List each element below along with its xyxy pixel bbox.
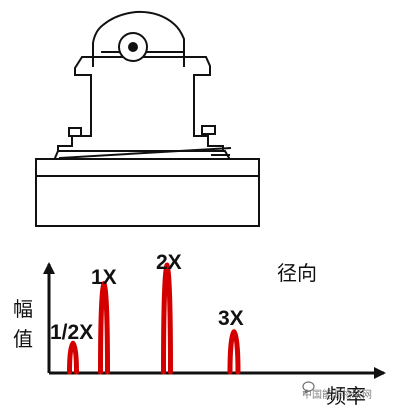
shim-wedge — [58, 146, 232, 160]
radial-direction-label: 径向 — [277, 261, 317, 285]
shaft-center-dot — [128, 42, 138, 52]
half-x-label: 1/2X — [50, 321, 94, 344]
one-x-peak — [98, 280, 110, 375]
frequency-label: 频率 — [326, 384, 366, 408]
three-x-peak — [227, 329, 241, 375]
one-x-label: 1X — [91, 266, 117, 289]
bearing-housing-illustration — [35, 10, 260, 227]
amplitude-label-first: 幅 — [13, 297, 33, 321]
watermark-text: 中国能源物联网 — [302, 389, 372, 401]
three-x-label: 3X — [218, 307, 244, 330]
spectrum-axes — [43, 262, 386, 379]
pillow-block-body — [57, 56, 224, 152]
watermark: 中国能源物联网 — [302, 381, 407, 405]
foundation-base — [35, 158, 260, 227]
two-x-label: 2X — [156, 251, 182, 274]
left-bolt-head — [68, 127, 82, 137]
half-x-peak — [67, 340, 79, 375]
bearing-shaft-detail — [118, 32, 148, 62]
chat-bubble-icon — [302, 381, 315, 394]
amplitude-label-second: 值 — [13, 327, 33, 351]
right-bolt-head — [201, 125, 216, 135]
two-x-peak — [161, 262, 173, 375]
bearing-cap-outline — [92, 10, 185, 67]
spectrum-peaks — [67, 262, 241, 375]
